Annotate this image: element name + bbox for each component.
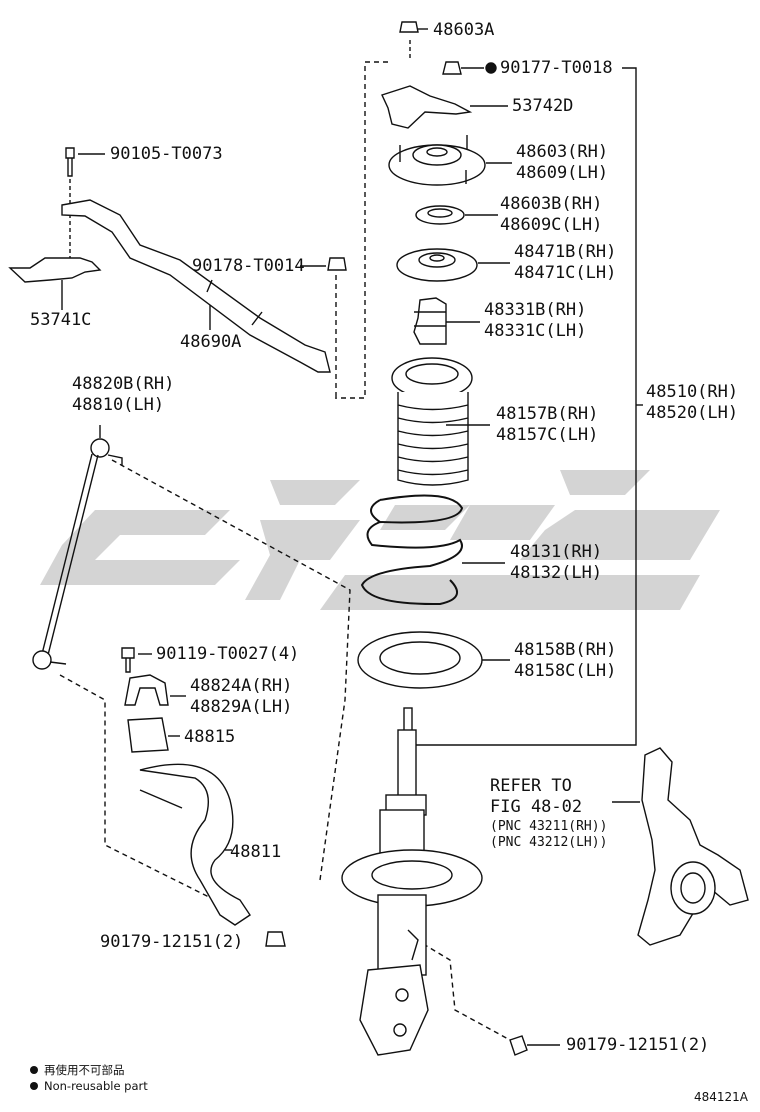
- label-53741c: 53741C: [30, 310, 92, 330]
- nut-90179-right: [509, 1035, 528, 1056]
- label-48811: 48811: [230, 842, 282, 862]
- label-90119: 90119-T0027(4): [156, 644, 300, 664]
- label-48158b-insulator: 48158B(RH)48158C(LH): [514, 640, 617, 681]
- label-53742d: 53742D: [512, 96, 574, 116]
- stabilizer-bar-48690a: [61, 199, 331, 373]
- bushing-48815: [127, 717, 169, 753]
- legend-line-cn: 再使用不可部品: [30, 1062, 125, 1078]
- nut-90178: [327, 257, 347, 271]
- nut-90179-left: [265, 931, 286, 947]
- label-90177: 90177-T0018: [500, 58, 613, 78]
- label-48603b-bearing: 48603B(RH)48609C(LH): [500, 194, 603, 235]
- label-48603-upper-support: 48603(RH)48609(LH): [516, 142, 609, 183]
- bearing: [415, 205, 498, 225]
- nut-48603a: [399, 21, 428, 33]
- label-48471b-seat: 48471B(RH)48471C(LH): [514, 242, 617, 283]
- label-48331b-bumper: 48331B(RH)48331C(LH): [484, 300, 587, 341]
- coil-spring: [360, 494, 505, 606]
- shock-absorber: [341, 707, 483, 1056]
- label-48131-spring: 48131(RH)48132(LH): [510, 542, 603, 583]
- label-48603a: 48603A: [433, 20, 495, 40]
- label-48157b-boot: 48157B(RH)48157C(LH): [496, 404, 599, 445]
- bushing-bracket: [124, 674, 169, 706]
- steering-knuckle: [612, 747, 749, 946]
- non-reusable-dot-icon: [30, 1066, 38, 1074]
- figure-id: 484121A: [693, 1090, 748, 1104]
- label-48510-assembly: 48510(RH)48520(LH): [646, 382, 739, 423]
- label-90179-right: 90179-12151(2): [566, 1035, 710, 1055]
- label-48815: 48815: [184, 727, 236, 747]
- stabilizer-link: [32, 425, 123, 670]
- label-90179-left: 90179-12151(2): [100, 932, 244, 952]
- label-90178: 90178-T0014: [192, 256, 305, 276]
- label-48824a-bracket: 48824A(RH)48829A(LH): [190, 676, 293, 717]
- drawing: [8, 21, 749, 1056]
- non-reusable-mark-icon: [485, 62, 497, 74]
- upper-support: [388, 135, 512, 186]
- spring-lower-insulator: [357, 631, 510, 689]
- label-pnc: (PNC 43211(RH))(PNC 43212(LH)): [490, 819, 608, 850]
- bolt-90119: [121, 647, 135, 673]
- bolt-90105: [65, 147, 75, 177]
- assembly-bracket: [410, 67, 637, 746]
- bump-stopper: [413, 297, 480, 345]
- bracket-53741c: [8, 257, 102, 283]
- dashed-link-line: [111, 459, 351, 881]
- dashed-frame-left: [335, 61, 388, 399]
- label-90105: 90105-T0073: [110, 144, 223, 164]
- non-reusable-dot-icon: [30, 1082, 38, 1090]
- spring-upper-seat: [396, 248, 510, 282]
- dust-boot: [391, 357, 490, 486]
- nut-90177: [442, 61, 484, 75]
- label-48690a: 48690A: [180, 332, 242, 352]
- stabilizer-bar-48811: [139, 763, 251, 926]
- label-48820b-link: 48820B(RH)48810(LH): [72, 374, 175, 415]
- watermark-logo: [40, 470, 720, 610]
- legend-line-en: Non-reusable part: [30, 1079, 148, 1093]
- bracket-53742d: [381, 85, 473, 129]
